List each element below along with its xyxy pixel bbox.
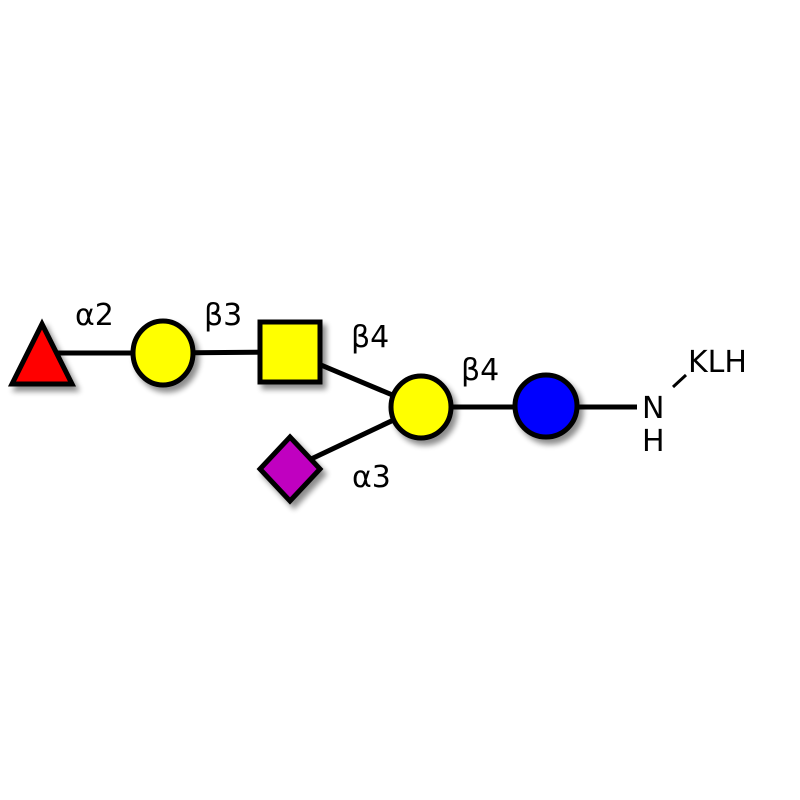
- red-triangle-fucose-icon: [7, 318, 77, 387]
- purple-diamond-sialic-acid-icon: [256, 433, 324, 505]
- amine-n: N: [642, 391, 664, 426]
- blue-circle-glucose-icon: [512, 372, 580, 440]
- linkage-label: β4: [351, 320, 389, 355]
- linkage-label: α2: [75, 298, 114, 333]
- carrier-klh: KLH: [688, 345, 747, 380]
- yellow-circle-galactose-icon: [388, 373, 454, 441]
- amine-h: H: [642, 424, 665, 459]
- linkage-label: β4: [461, 353, 499, 388]
- linkage-label: β3: [204, 298, 242, 333]
- linkage-label: α3: [352, 460, 391, 495]
- yellow-square-galnac-icon: [257, 319, 323, 385]
- yellow-circle-galactose-icon: [130, 318, 196, 388]
- bond-n-klh: [671, 373, 688, 389]
